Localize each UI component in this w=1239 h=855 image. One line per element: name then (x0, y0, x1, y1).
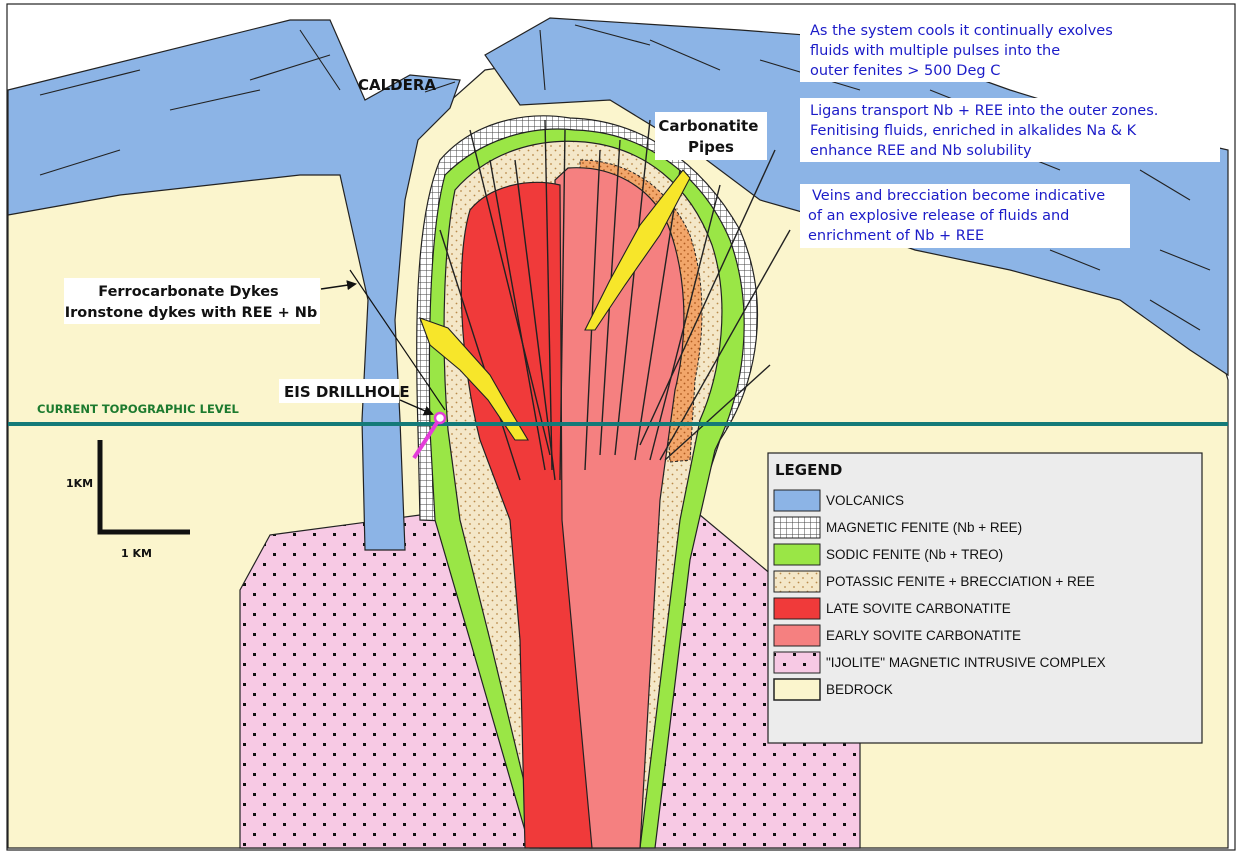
scale-vertical-label: 1KM (66, 477, 93, 490)
legend-label-potassic-fenite: POTASSIC FENITE + BRECCIATION + REE (826, 574, 1095, 589)
legend-swatch-sodic-fenite (774, 544, 820, 565)
legend-swatch-volcanics (774, 490, 820, 511)
legend-label-ijolite: "IJOLITE" MAGNETIC INTRUSIVE COMPLEX (826, 655, 1106, 670)
scale-horizontal-label: 1 KM (121, 547, 152, 560)
legend-swatch-late-sovite (774, 598, 820, 619)
legend-label-volcanics: VOLCANICS (826, 493, 904, 508)
legend-swatch-potassic-fenite (774, 571, 820, 592)
legend-swatch-magnetic-fenite (774, 517, 820, 538)
legend: LEGEND VOLCANICS MAGNETIC FENITE (Nb + R… (768, 453, 1202, 743)
topographic-level-label: CURRENT TOPOGRAPHIC LEVEL (37, 402, 240, 416)
caldera-label: CALDERA (358, 76, 436, 94)
legend-swatch-ijolite (774, 652, 820, 673)
legend-label-early-sovite: EARLY SOVITE CARBONATITE (826, 628, 1021, 643)
legend-swatch-early-sovite (774, 625, 820, 646)
drillhole-label: EIS DRILLHOLE (284, 383, 410, 401)
legend-label-sodic-fenite: SODIC FENITE (Nb + TREO) (826, 547, 1003, 562)
legend-label-late-sovite: LATE SOVITE CARBONATITE (826, 601, 1011, 616)
legend-title: LEGEND (775, 461, 842, 479)
legend-label-bedrock: BEDROCK (826, 682, 893, 697)
drillhole-collar (435, 413, 445, 423)
legend-label-magnetic-fenite: MAGNETIC FENITE (Nb + REE) (826, 520, 1022, 535)
legend-swatch-bedrock (774, 679, 820, 700)
